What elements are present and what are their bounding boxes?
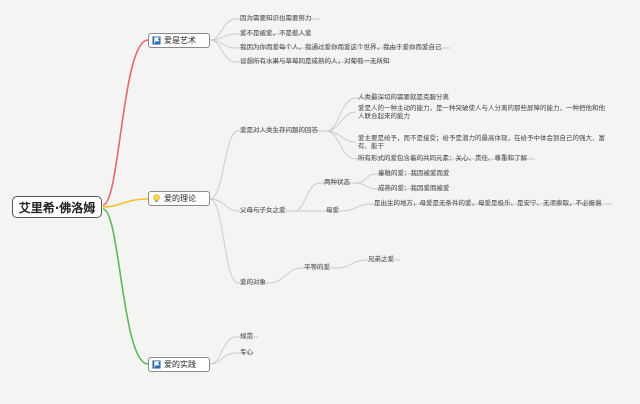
flag-icon (152, 36, 161, 45)
mother-item: 是出生的地方，母爱是无条件的爱，母爱是极乐、是安宁、无须索取，不必报偿 (374, 199, 602, 207)
art-item: 爱不是被爱，不是惹人爱 (240, 29, 312, 37)
flag-icon (152, 360, 161, 369)
parents-node: 父母与子女之爱 (240, 206, 286, 214)
answer-item: 爱主要是给予，而不是接受；给予是潜力的最高体现，在给予中体会到自己的强大、富有、… (358, 134, 605, 150)
art-item: 我因为你而爱每个人，我通过爱你而爱这个世界，我由于爱你而爱自己 (240, 43, 442, 51)
answer-item: 人类最深切的需要就是克服分离 (358, 93, 449, 101)
root-to-art-link (102, 39, 149, 206)
theory-links (209, 97, 612, 284)
practice-label: 爱的实践 (164, 360, 196, 369)
theory-branch[interactable]: 爱的理论 (148, 191, 210, 206)
equal-item: 兄弟之爱 (368, 255, 394, 263)
root-node[interactable]: 艾里希·佛洛姆 (12, 196, 102, 218)
art-links (209, 18, 450, 63)
lightbulb-icon (152, 194, 161, 203)
root-to-practice-link (102, 208, 149, 365)
answer-node: 爱是对人类生存问题的回答 (240, 126, 318, 134)
practice-item: 规范 (240, 332, 253, 340)
theory-label: 爱的理论 (164, 194, 196, 203)
practice-branch[interactable]: 爱的实践 (148, 357, 210, 372)
states-node: 两种状态 (324, 178, 350, 186)
root-label: 艾里希·佛洛姆 (18, 200, 96, 215)
art-branch[interactable]: 爱是艺术 (148, 33, 210, 48)
art-label: 爱是艺术 (164, 36, 196, 45)
equal-node: 平等的爱 (304, 263, 330, 271)
root-to-theory-link (102, 198, 149, 208)
states-item: 成熟的爱：我因爱而被爱 (378, 184, 450, 192)
practice-links (209, 336, 258, 365)
answer-item: 爱是人的一种主动的能力，是一种突破使人与人分离的那些屏障的能力，一种把他和他人联… (358, 104, 605, 120)
practice-item: 专心 (240, 348, 253, 356)
art-item: 因为需要知识也需要努力 (240, 14, 312, 22)
objects-node: 爱的对象 (240, 278, 266, 286)
mother-node: 母爱 (326, 206, 339, 214)
states-item: 童稚的爱：我因被爱而爱 (378, 169, 450, 177)
art-item: 设想所有水果与草莓同是成熟的人，对葡萄一无所知 (240, 57, 390, 65)
answer-item: 所有形式的爱包含着的共同元素：关心、责任、尊重和了解 (358, 154, 527, 162)
